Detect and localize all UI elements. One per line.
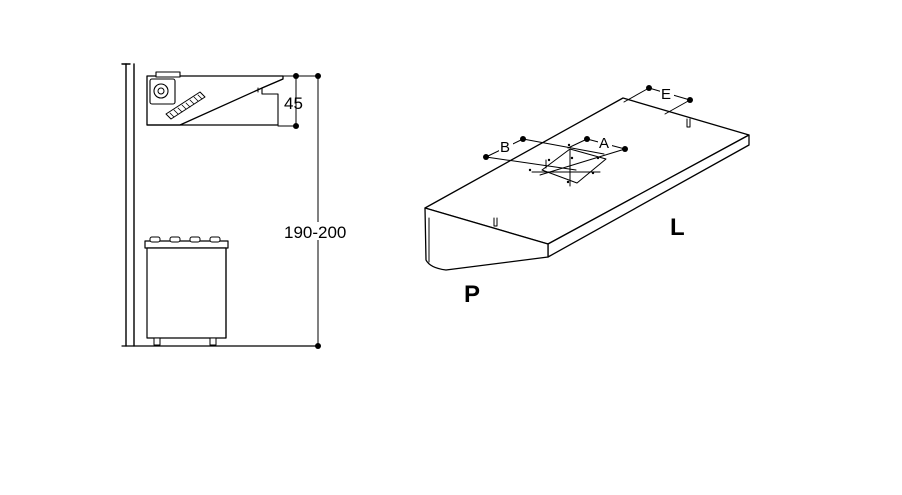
dimension-E: E xyxy=(623,85,693,115)
exhaust-opening xyxy=(528,143,607,187)
dimension-A: A xyxy=(539,134,628,176)
hood-depth-label: 45 xyxy=(284,94,303,113)
side-elevation: 45 190-200 xyxy=(121,63,354,349)
depth-label: P xyxy=(464,281,480,308)
dimension-B: B xyxy=(483,136,605,171)
dimension-total-height: 190-200 xyxy=(284,73,354,349)
hood-body xyxy=(424,97,750,271)
dim-label-E: E xyxy=(661,86,671,103)
hood-side xyxy=(146,71,284,126)
hood-isometric: B A E L P xyxy=(424,85,750,308)
length-label: L xyxy=(670,214,685,241)
height-label: 190-200 xyxy=(284,223,346,242)
stove xyxy=(144,236,229,346)
dim-label-B: B xyxy=(500,139,510,156)
dim-label-A: A xyxy=(599,135,609,152)
wall xyxy=(121,63,135,347)
dimension-hood-depth: 45 xyxy=(263,73,319,129)
